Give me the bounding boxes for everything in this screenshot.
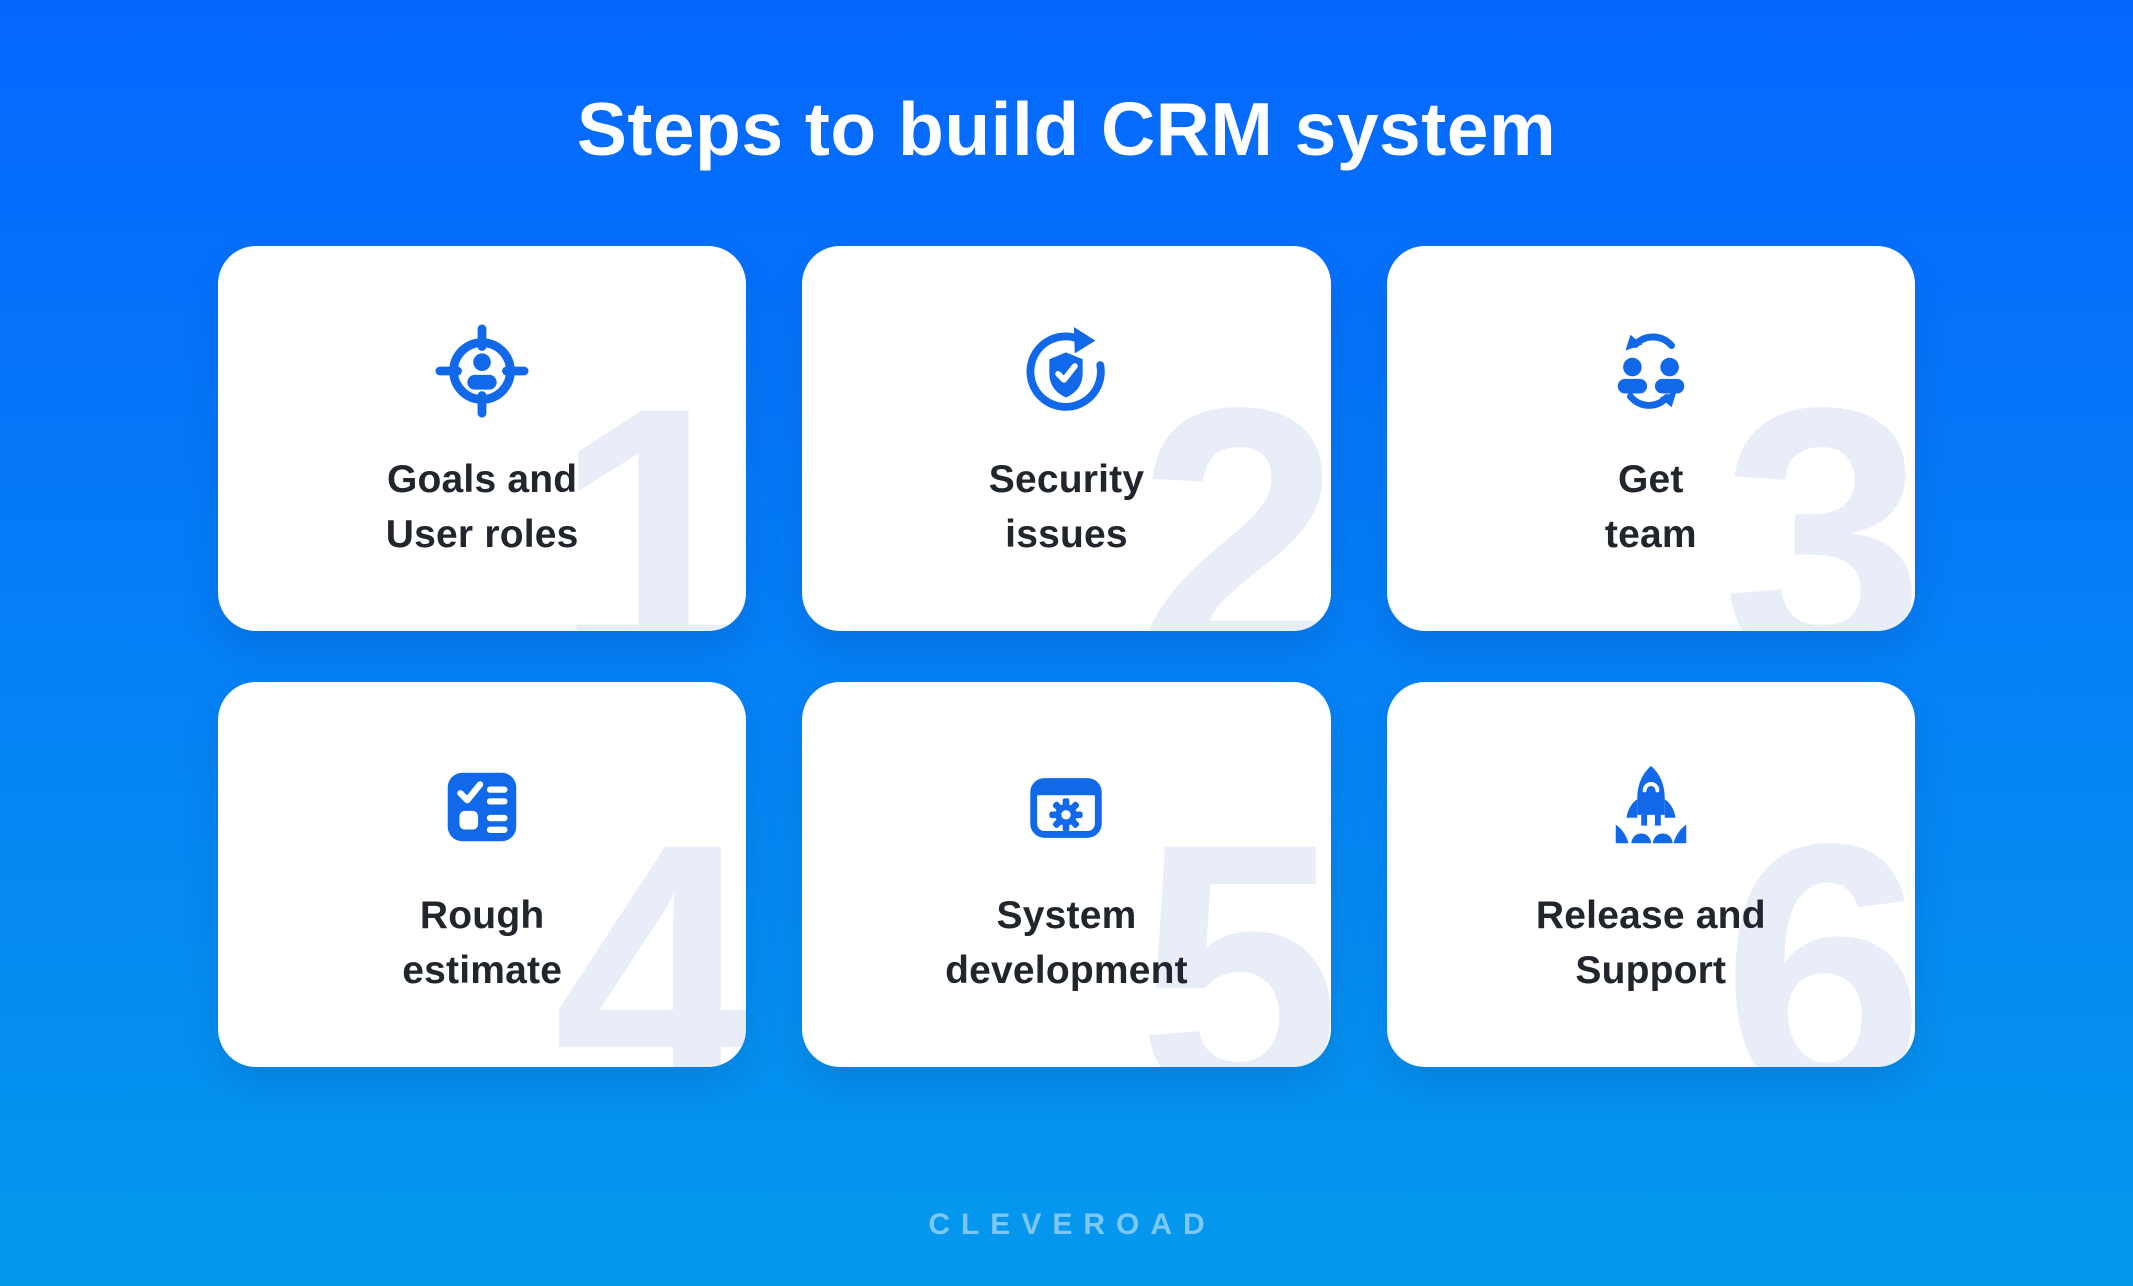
step-card-goals: 1 Goals and User roles [218, 246, 747, 631]
team-exchange-icon [1604, 324, 1698, 418]
infographic: Steps to build CRM system 1 [0, 86, 2133, 1241]
rocket-launch-icon [1604, 760, 1698, 854]
window-gear-icon [1019, 760, 1113, 854]
step-card-estimate: 4 Rough estimate [218, 682, 747, 1067]
step-label: Goals and User roles [385, 458, 579, 557]
steps-grid: 1 Goals and User roles [218, 246, 1915, 1067]
step-card-security: 2 Security issues [802, 246, 1331, 631]
step-card-team: 3 Get team [1386, 246, 1915, 631]
shield-check-refresh-icon [1019, 324, 1113, 418]
step-label: Release and Support [1535, 894, 1766, 993]
checklist-icon [435, 760, 529, 854]
step-card-release: 6 Re [1386, 682, 1915, 1067]
step-label: System development [945, 894, 1188, 993]
step-label: Get team [1604, 458, 1697, 557]
page-title: Steps to build CRM system [576, 87, 1557, 171]
step-card-development: 5 [802, 682, 1331, 1067]
user-target-icon [435, 324, 529, 418]
step-label: Security issues [988, 458, 1145, 557]
brand-logo: CLEVEROAD [928, 1208, 1216, 1241]
step-label: Rough estimate [402, 894, 563, 993]
